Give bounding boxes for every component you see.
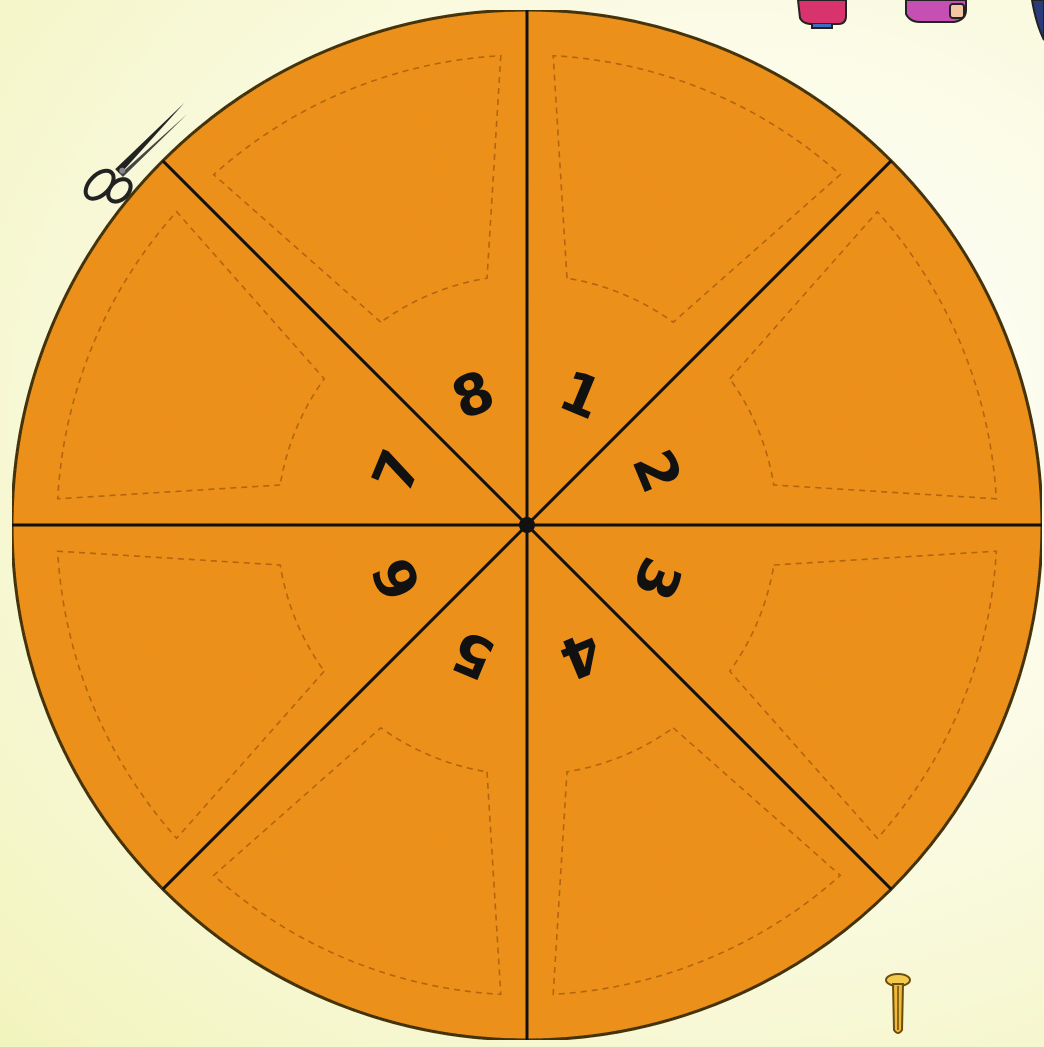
cartoon-children-figures <box>798 0 1044 40</box>
split-pin-icon <box>886 974 910 1033</box>
center-pin-dot <box>519 517 535 533</box>
